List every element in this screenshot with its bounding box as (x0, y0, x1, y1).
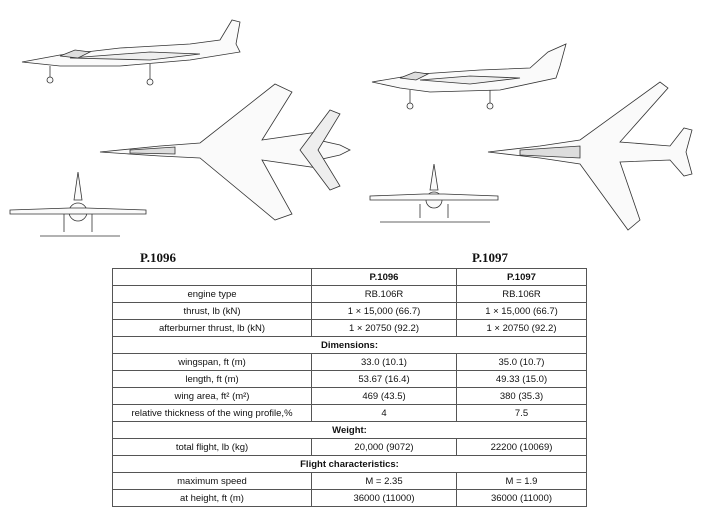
table-section-row: Weight: (112, 421, 587, 439)
p1096-value: 33.0 (10.1) (311, 353, 457, 371)
p1096-value: 20,000 (9072) (311, 438, 457, 456)
p1097-value: RB.106R (456, 285, 587, 303)
table-row: at height, ft (m)36000 (11000)36000 (110… (112, 489, 587, 507)
table-row: afterburner thrust, lb (kN)1 × 20750 (92… (112, 319, 587, 337)
row-label: wingspan, ft (m) (112, 353, 312, 371)
table-row: thrust, lb (kN)1 × 15,000 (66.7)1 × 15,0… (112, 302, 587, 320)
table-row: relative thickness of the wing profile,%… (112, 404, 587, 422)
row-label: at height, ft (m) (112, 489, 312, 507)
p1096-value: 4 (311, 404, 457, 422)
row-label: thrust, lb (kN) (112, 302, 312, 320)
p1096-value: 53.67 (16.4) (311, 370, 457, 388)
p1096-side-view (21, 19, 241, 86)
p1097-value: 35.0 (10.7) (456, 353, 587, 371)
p1097-top-view (487, 81, 693, 231)
row-label: engine type (112, 285, 312, 303)
label-p1096: P.1096 (140, 250, 176, 265)
p1096-value: M = 2.35 (311, 472, 457, 490)
p1096-value: 36000 (11000) (311, 489, 457, 507)
table-header-cell: P.1096 (311, 268, 457, 286)
p1097-side-view (371, 43, 567, 110)
table-section-row: Dimensions: (112, 336, 587, 354)
row-label: relative thickness of the wing profile,% (112, 404, 312, 422)
p1096-value: 1 × 20750 (92.2) (311, 319, 457, 337)
p1097-value: 7.5 (456, 404, 587, 422)
aircraft-drawings (9, 19, 693, 237)
label-p1097: P.1097 (472, 250, 508, 265)
section-title: Weight: (112, 421, 587, 439)
p1096-value: 469 (43.5) (311, 387, 457, 405)
p1096-top-view (99, 83, 351, 221)
p1097-value: 1 × 15,000 (66.7) (456, 302, 587, 320)
p1097-value: 36000 (11000) (456, 489, 587, 507)
p1097-value: 49.33 (15.0) (456, 370, 587, 388)
table-header-cell: P.1097 (456, 268, 587, 286)
p1096-front-view (9, 171, 147, 237)
p1096-value: RB.106R (311, 285, 457, 303)
p1097-front-view (369, 163, 499, 223)
table-row: wingspan, ft (m)33.0 (10.1)35.0 (10.7) (112, 353, 587, 371)
section-title: Flight characteristics: (112, 455, 587, 473)
table-row: total flight, lb (kg)20,000 (9072)22200 … (112, 438, 587, 456)
p1097-value: 1 × 20750 (92.2) (456, 319, 587, 337)
p1097-value: 380 (35.3) (456, 387, 587, 405)
row-label: maximum speed (112, 472, 312, 490)
section-title: Dimensions: (112, 336, 587, 354)
table-header-cell (112, 268, 312, 286)
table-row: length, ft (m)53.67 (16.4)49.33 (15.0) (112, 370, 587, 388)
p1096-value: 1 × 15,000 (66.7) (311, 302, 457, 320)
table-row: wing area, ft² (m²)469 (43.5)380 (35.3) (112, 387, 587, 405)
row-label: total flight, lb (kg) (112, 438, 312, 456)
row-label: length, ft (m) (112, 370, 312, 388)
row-label: wing area, ft² (m²) (112, 387, 312, 405)
table-section-row: Flight characteristics: (112, 455, 587, 473)
row-label: afterburner thrust, lb (kN) (112, 319, 312, 337)
p1097-value: 22200 (10069) (456, 438, 587, 456)
p1097-value: M = 1.9 (456, 472, 587, 490)
